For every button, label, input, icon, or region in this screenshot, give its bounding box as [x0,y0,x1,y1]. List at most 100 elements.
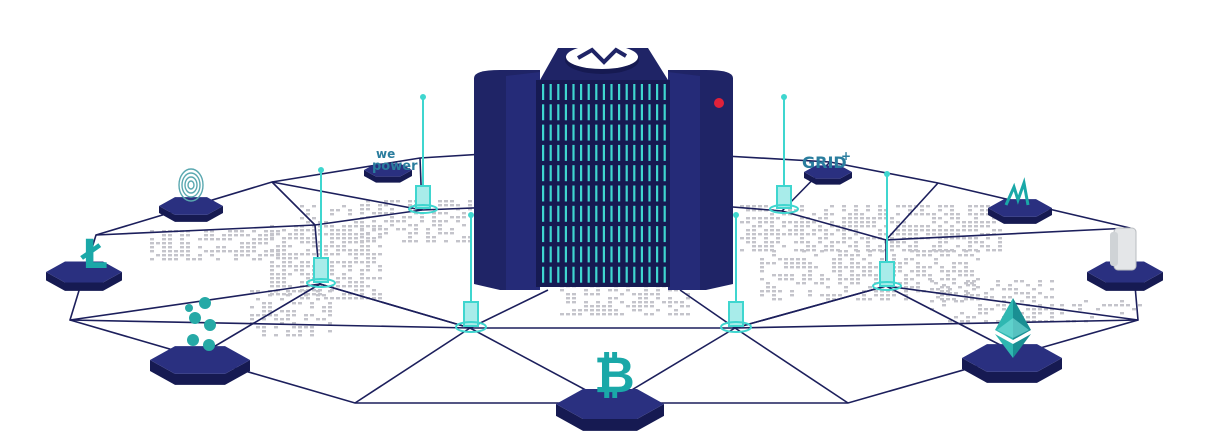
ledger-coin-icon [1110,227,1137,271]
grille-slot [580,124,583,141]
grille-slot [564,104,567,121]
grille-slot [656,226,659,243]
status-light-icon [714,98,724,108]
grille-slot [618,185,621,202]
grille-slot [640,84,643,100]
grille-slot [580,84,583,100]
grille-slot [580,205,583,222]
grille-slot [580,144,583,161]
grille-slot [549,246,552,263]
grille-slot [602,246,605,263]
hex-platform [150,346,250,385]
grille-slot [625,205,628,222]
grille-slot [572,84,575,100]
antenna-pole [769,94,799,214]
grille-slot [587,226,590,243]
neblio-icon [1004,177,1030,206]
grille-slot [557,226,560,243]
antenna-pole [872,171,902,291]
grille-slot [580,246,583,263]
grille-slot [549,266,552,283]
grille-slot [625,84,628,100]
grille-slot [640,205,643,222]
grille-slot [648,246,651,263]
grille-slot [602,124,605,141]
grille-slot [587,144,590,161]
grille-slot [663,226,666,243]
grille-slot [663,165,666,182]
bitcoin-icon: ₿ [594,346,635,404]
grille-slot [557,165,560,182]
grille-slot [549,226,552,243]
grille-slot [557,84,560,100]
grille-slot [549,124,552,141]
grille-slot [648,165,651,182]
hex-platform [804,165,852,185]
grille-slot [610,266,613,283]
hex-platform [364,163,412,183]
grille-slot [549,205,552,222]
grille-slot [557,205,560,222]
grille-slot [595,124,598,141]
grille-slot [663,266,666,283]
grille-slot [564,266,567,283]
svg-text:GRID: GRID [802,153,847,172]
grille-slot [618,144,621,161]
grille-slot [618,205,621,222]
grille-slot [549,84,552,100]
antenna-pole [408,94,438,214]
grille-slot [595,165,598,182]
grille-slot [587,205,590,222]
grille-slot [542,246,545,263]
grille-slot [602,104,605,121]
grille-slot [656,205,659,222]
grille-slot [648,124,651,141]
grille-slot [542,124,545,141]
grille-slot [663,185,666,202]
hex-platform [988,199,1052,224]
grille-slot [595,84,598,100]
grille-slot [610,165,613,182]
grille-slot [542,185,545,202]
hex-platform [46,261,122,291]
fingerprint-icon [178,168,204,202]
grille-slot [595,246,598,263]
grille-slot [633,185,636,202]
grille-slot [595,104,598,121]
grille-slot [564,144,567,161]
grille-slot [656,144,659,161]
grille-slot [602,185,605,202]
grille-slot [564,205,567,222]
grille-slot [640,266,643,283]
grille-slot [656,266,659,283]
grille-slot [572,205,575,222]
grille-slot [587,104,590,121]
grille-slot [618,165,621,182]
iota-icon [185,297,216,351]
grille-slot [656,246,659,263]
grille-slot [557,185,560,202]
grille-slot [648,104,651,121]
grille-slot [648,185,651,202]
grille-slot [557,124,560,141]
grille-slot [580,104,583,121]
grille-slot [640,104,643,121]
grille-slot [648,266,651,283]
grille-slot [542,144,545,161]
grille-slot [656,84,659,100]
grille-slot [625,246,628,263]
grille-slot [625,226,628,243]
grille-slot [572,266,575,283]
grille-slot [633,226,636,243]
grille-slot [625,266,628,283]
grille-slot [549,144,552,161]
hex-platform [1087,261,1163,291]
grille-slot [618,226,621,243]
grille-slot [542,226,545,243]
grille-slot [625,165,628,182]
grille-slot [656,165,659,182]
grille-slot [557,266,560,283]
grille-slot [595,185,598,202]
